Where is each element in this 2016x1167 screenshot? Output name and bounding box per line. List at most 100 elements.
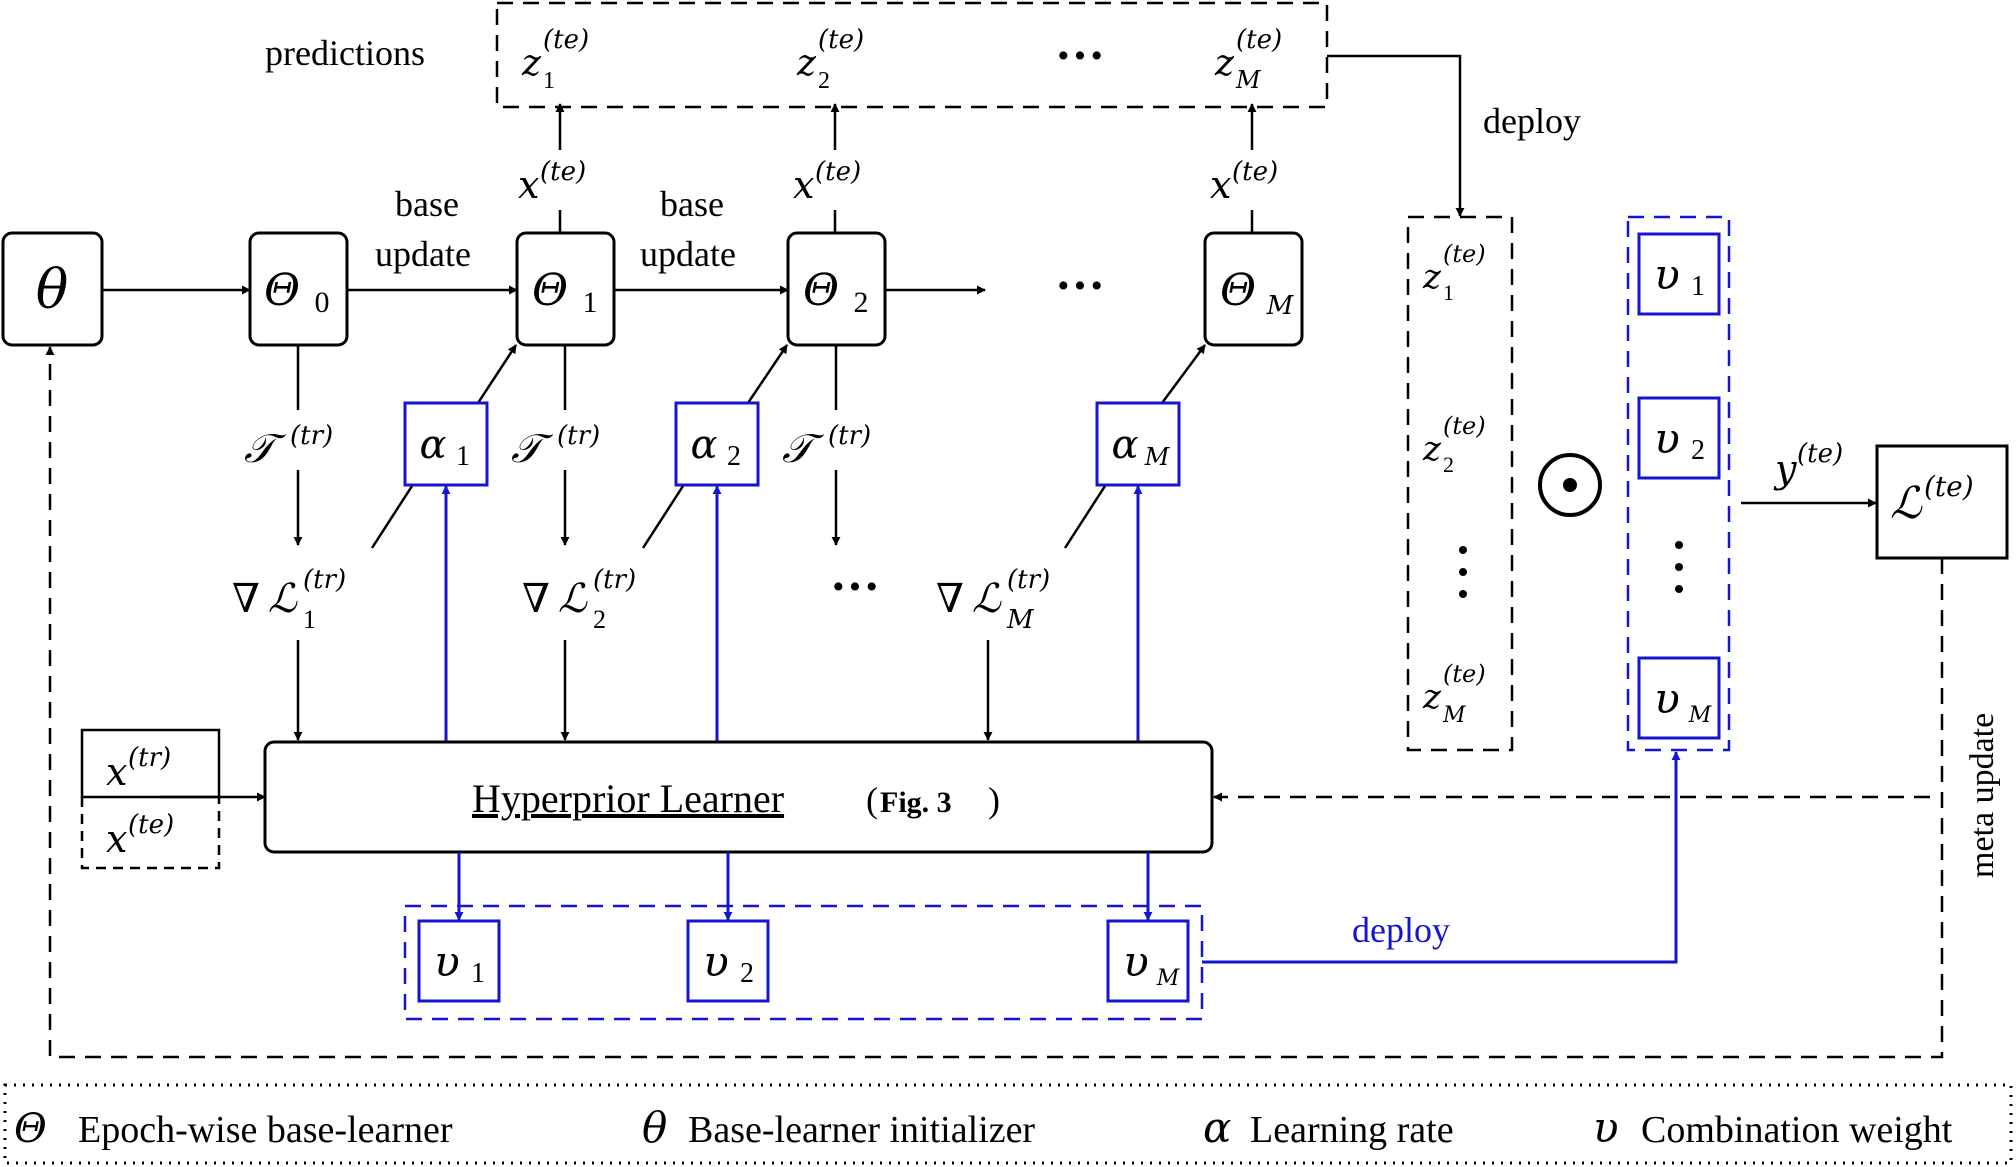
z-column-box: [1406, 215, 1514, 752]
Theta1-box: Θ 1: [515, 231, 616, 347]
svg-text:(tr): (tr): [290, 421, 333, 451]
svg-text:(te): (te): [1924, 470, 1974, 503]
svg-text:2: 2: [1691, 435, 1705, 466]
input-x-te: x (te): [80, 797, 221, 870]
svg-text:(te): (te): [540, 157, 586, 187]
svg-text:1: 1: [583, 286, 598, 319]
svg-text:2: 2: [740, 958, 754, 989]
svg-text:θ: θ: [36, 258, 69, 321]
svg-text:υ: υ: [703, 937, 729, 986]
v1-box-bottom: υ 1: [417, 919, 501, 1003]
svg-text:∇: ∇: [522, 576, 550, 622]
svg-text:x: x: [793, 163, 814, 207]
Theta0-box: Θ 0: [248, 231, 349, 347]
v-vertical-ellipsis: [1675, 541, 1683, 593]
svg-text:z: z: [1214, 43, 1235, 84]
svg-text:2: 2: [854, 286, 869, 319]
meta-update-label: meta update: [1964, 713, 2001, 878]
hyperprior-learner-box: Hyperprior Learner ( Fig. 3 ): [263, 740, 1214, 854]
meta-update-to-theta: [45, 346, 1944, 1059]
svg-text:Θ: Θ: [264, 265, 300, 316]
input-x-tr: x (tr): [80, 728, 221, 799]
task-tr-label-1: 𝒯 (tr): [240, 410, 360, 472]
svg-text:1: 1: [456, 441, 470, 472]
grad2-to-alpha2: [641, 485, 685, 549]
alpha1-to-Theta1: [476, 344, 518, 404]
svg-text:α: α: [690, 422, 717, 468]
svg-text:x: x: [1210, 163, 1231, 207]
hyperprior-fig-ref: Fig. 3: [880, 786, 952, 819]
y-te-label: y (te): [1773, 439, 1843, 491]
alpha2-box: α 2: [674, 401, 760, 487]
prediction-zM: z M (te): [1214, 25, 1282, 94]
svg-text:(tr): (tr): [1007, 565, 1050, 595]
svg-text:y: y: [1773, 447, 1797, 491]
vM-box-right: υ M: [1637, 656, 1721, 740]
grad-ellipsis: ···: [830, 558, 880, 614]
v-weights-group-bottom: [403, 904, 1204, 1021]
svg-text:∇: ∇: [232, 576, 260, 622]
svg-text:z: z: [796, 43, 817, 84]
svg-text:Θ: Θ: [803, 265, 839, 316]
v1-box-right: υ 1: [1637, 232, 1721, 316]
base-update-label-2a: base: [660, 184, 724, 224]
predictions-label: predictions: [265, 33, 425, 73]
svg-text:(te): (te): [1797, 439, 1843, 469]
svg-text:2: 2: [818, 68, 830, 94]
theta-initializer-box: θ: [1, 231, 104, 347]
task-tr-label-2: 𝒯 (tr): [507, 410, 627, 472]
svg-text:(te): (te): [543, 25, 589, 55]
alphaM-to-ThetaM: [1160, 344, 1207, 404]
svg-text:M: M: [1144, 443, 1171, 471]
svg-text:α: α: [1203, 1103, 1231, 1152]
svg-text:(tr): (tr): [828, 421, 871, 451]
z-vertical-ellipsis: [1459, 546, 1467, 598]
svg-text:(tr): (tr): [593, 565, 636, 595]
svg-text:1: 1: [471, 958, 485, 989]
svg-text:z: z: [521, 43, 542, 84]
svg-text:υ: υ: [1123, 937, 1149, 986]
svg-text:υ: υ: [434, 937, 460, 986]
svg-text:ℒ: ℒ: [972, 576, 1002, 622]
base-update-label-1a: base: [395, 184, 459, 224]
zM-column: z M (te): [1422, 660, 1486, 728]
svg-text:M: M: [1442, 703, 1466, 728]
xte-label-2: x (te): [787, 150, 887, 210]
grad-loss-M: ∇ ℒ M (tr): [936, 565, 1050, 635]
deploy-top-label: deploy: [1483, 101, 1581, 141]
svg-text:υ: υ: [1654, 674, 1680, 723]
grad1-to-alpha1: [370, 485, 414, 549]
vM-box-bottom: υ M: [1106, 919, 1190, 1003]
deploy-top-arrow: [1327, 54, 1465, 217]
svg-text:M: M: [1688, 703, 1712, 728]
svg-text:υ: υ: [1654, 250, 1680, 299]
ThetaM-box: Θ M: [1203, 231, 1304, 347]
xte-label-M: x (te): [1204, 150, 1304, 210]
svg-text:M: M: [1235, 66, 1262, 94]
main-row-ellipsis: ···: [1055, 257, 1105, 313]
svg-text:1: 1: [1691, 271, 1705, 302]
prediction-z1: z 1 (te): [521, 25, 589, 94]
task-tr-label-3: 𝒯 (tr): [778, 410, 898, 472]
svg-text:α: α: [419, 422, 446, 468]
prediction-z2: z 2 (te): [796, 25, 864, 94]
svg-text:(te): (te): [1443, 240, 1486, 268]
svg-text:x: x: [518, 163, 539, 207]
legend-item-learning-rate: α Learning rate: [1203, 1103, 1454, 1152]
svg-text:z: z: [1422, 257, 1442, 297]
svg-text:0: 0: [315, 286, 330, 319]
predictions-ellipsis: ···: [1055, 27, 1105, 83]
elementwise-product-symbol: [1538, 453, 1602, 517]
legend-box: [3, 1083, 2013, 1165]
svg-text:ℒ: ℒ: [268, 576, 298, 622]
svg-text:(: (: [866, 780, 878, 820]
svg-text:(tr): (tr): [303, 565, 346, 595]
predictions-box: [495, 1, 1329, 109]
svg-text:(te): (te): [818, 25, 864, 55]
svg-text:2: 2: [1443, 452, 1454, 477]
svg-text:Base-learner initializer: Base-learner initializer: [688, 1109, 1035, 1151]
svg-text:2: 2: [727, 441, 741, 472]
z2-column: z 2 (te): [1422, 412, 1486, 477]
base-update-label-2b: update: [640, 234, 736, 274]
